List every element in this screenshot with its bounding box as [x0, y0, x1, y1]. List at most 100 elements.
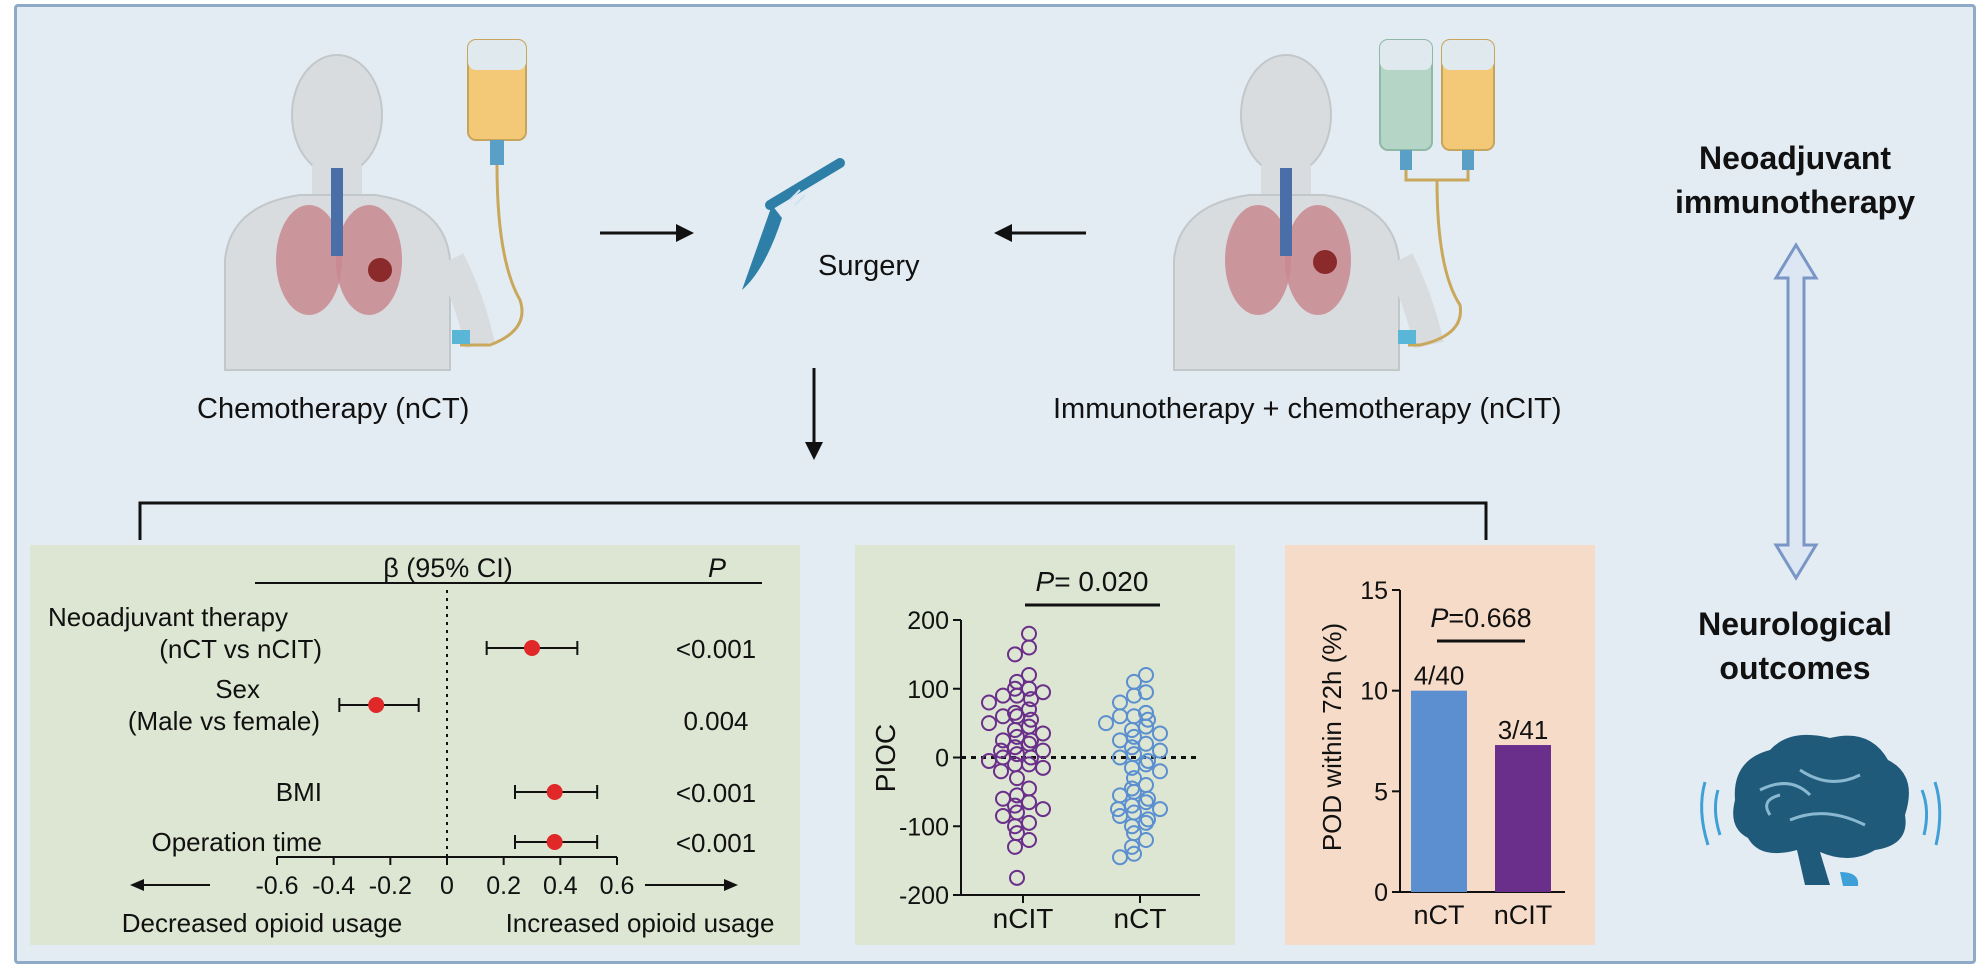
- forest-row-sublabel: (Male vs female): [128, 706, 320, 736]
- side-top-label-line2: immunotherapy: [1674, 184, 1916, 220]
- bar-data-label: 3/41: [1498, 715, 1549, 745]
- scatter-point: [995, 807, 1011, 824]
- scatter-point: [1007, 680, 1023, 697]
- forest-point: [546, 784, 563, 800]
- scatter-point: [1007, 646, 1023, 663]
- scatter-point: [1126, 687, 1142, 704]
- bar-x-tick-label: nCT: [1413, 900, 1464, 930]
- increased-arrow-icon: [645, 879, 738, 891]
- bar-y-tick-label: 15: [1360, 577, 1388, 605]
- bar-bars: 4/40 nCT 3/41 nCIT: [1411, 661, 1552, 930]
- decreased-arrow-icon: [130, 879, 210, 891]
- forest-left-caption: Decreased opioid usage: [122, 908, 402, 938]
- person-left-icon: [224, 54, 495, 371]
- scatter-point: [981, 715, 997, 732]
- forest-header-p: P: [708, 553, 726, 583]
- bar-y-tick-label: 0: [1374, 879, 1388, 907]
- arrow-left-to-surgery-icon: [600, 224, 694, 242]
- scatter-point: [1035, 684, 1051, 701]
- side-bottom-label-line2: outcomes: [1719, 650, 1871, 686]
- forest-background: [30, 545, 800, 945]
- scatter-point: [1124, 739, 1140, 756]
- right-treatment-label: Immunotherapy + chemotherapy (nCIT): [1053, 393, 1562, 425]
- scatter-point: [1009, 770, 1025, 787]
- scatter-point: [1035, 742, 1051, 759]
- forest-tick-label: 0.6: [600, 872, 635, 900]
- forest-right-caption: Increased opioid usage: [506, 908, 775, 938]
- bar-p-annotation: P=0.668: [1430, 603, 1531, 633]
- scatter-point: [1098, 715, 1114, 732]
- scatter-point: [993, 742, 1009, 759]
- left-treatment-label: Chemotherapy (nCT): [197, 393, 470, 425]
- scatter-point: [1035, 725, 1051, 742]
- forest-row-label: Neoadjuvant therapy: [48, 602, 288, 632]
- double-arrow-icon: [1773, 242, 1819, 581]
- brain-icon: [1700, 734, 1942, 886]
- scatter-point: [995, 790, 1011, 807]
- forest-row-label: BMI: [276, 777, 322, 807]
- forest-header-beta: β (95% CI): [383, 553, 513, 583]
- scatter-point: [1124, 818, 1140, 835]
- bracket-line: [138, 501, 1488, 540]
- arrow-down-from-surgery-icon: [805, 368, 823, 460]
- scatter-point: [1007, 722, 1023, 738]
- scatter-x-tick-label: nCT: [1114, 903, 1167, 934]
- forest-row-p: <0.001: [676, 828, 756, 858]
- surgery-label: Surgery: [818, 250, 920, 282]
- scatter-background: [855, 545, 1235, 945]
- person-right-icon: [1173, 54, 1444, 371]
- scatter-point: [1152, 725, 1168, 742]
- bar-x-tick-label: nCIT: [1494, 900, 1553, 930]
- scatter-point: [1110, 801, 1126, 818]
- scatter-point: [1021, 832, 1037, 848]
- scatter-point: [1021, 639, 1037, 656]
- scatter-points: [981, 625, 1168, 886]
- scatter-point: [1007, 818, 1023, 835]
- forest-tick-label: 0: [440, 872, 454, 900]
- scatter-x-tick-label: nCIT: [993, 903, 1054, 934]
- bar: [1495, 745, 1551, 892]
- bar-p-value: =0.668: [1448, 603, 1531, 633]
- side-bottom-label-line1: Neurological: [1698, 606, 1892, 642]
- scatter-point: [981, 694, 997, 711]
- scatter-point: [1138, 832, 1154, 848]
- bar-y-label: POD within 72h (%): [1317, 623, 1347, 851]
- forest-point: [368, 697, 385, 713]
- scatter-y-tick-label: 200: [907, 607, 949, 635]
- scatter-point: [1112, 849, 1128, 866]
- scatter-point: [981, 752, 997, 769]
- scatter-point: [1007, 797, 1023, 814]
- scatter-point: [1035, 759, 1051, 776]
- scatter-point: [1138, 667, 1154, 683]
- side-top-label-line1: Neoadjuvant: [1698, 140, 1892, 176]
- side-top-label: Neoadjuvant immunotherapy: [1655, 136, 1935, 224]
- bar-y-tick-label: 10: [1360, 678, 1388, 706]
- iv-bags-right-icon: [1379, 39, 1495, 347]
- bar-data-label: 4/40: [1414, 661, 1465, 691]
- forest-row-sublabel: (nCT vs nCIT): [159, 634, 322, 664]
- scatter-point: [995, 732, 1011, 749]
- forest-row-p: <0.001: [676, 634, 756, 664]
- scalpel-icon: [742, 158, 845, 290]
- scatter-point: [1112, 708, 1128, 725]
- scatter-y-tick-label: -100: [899, 813, 949, 841]
- forest-plot: β (95% CI) P Neoadjuvant therapy(nCT vs …: [30, 545, 800, 945]
- forest-tick-label: 0.4: [543, 872, 578, 900]
- scatter-point: [1023, 711, 1039, 728]
- scatter-point: [995, 708, 1011, 725]
- scatter-point: [1140, 711, 1156, 728]
- forest-row-p: <0.001: [676, 778, 756, 808]
- forest-tick-label: -0.4: [312, 872, 355, 900]
- side-bottom-label: Neurological outcomes: [1655, 602, 1935, 690]
- scatter-point: [1023, 691, 1039, 708]
- scatter-y-tick-label: -200: [899, 882, 949, 910]
- scatter-point: [993, 763, 1009, 780]
- scatter-point: [1152, 801, 1168, 818]
- scatter-y-tick-label: 100: [907, 676, 949, 704]
- scatter-p-prefix: P: [1036, 566, 1055, 597]
